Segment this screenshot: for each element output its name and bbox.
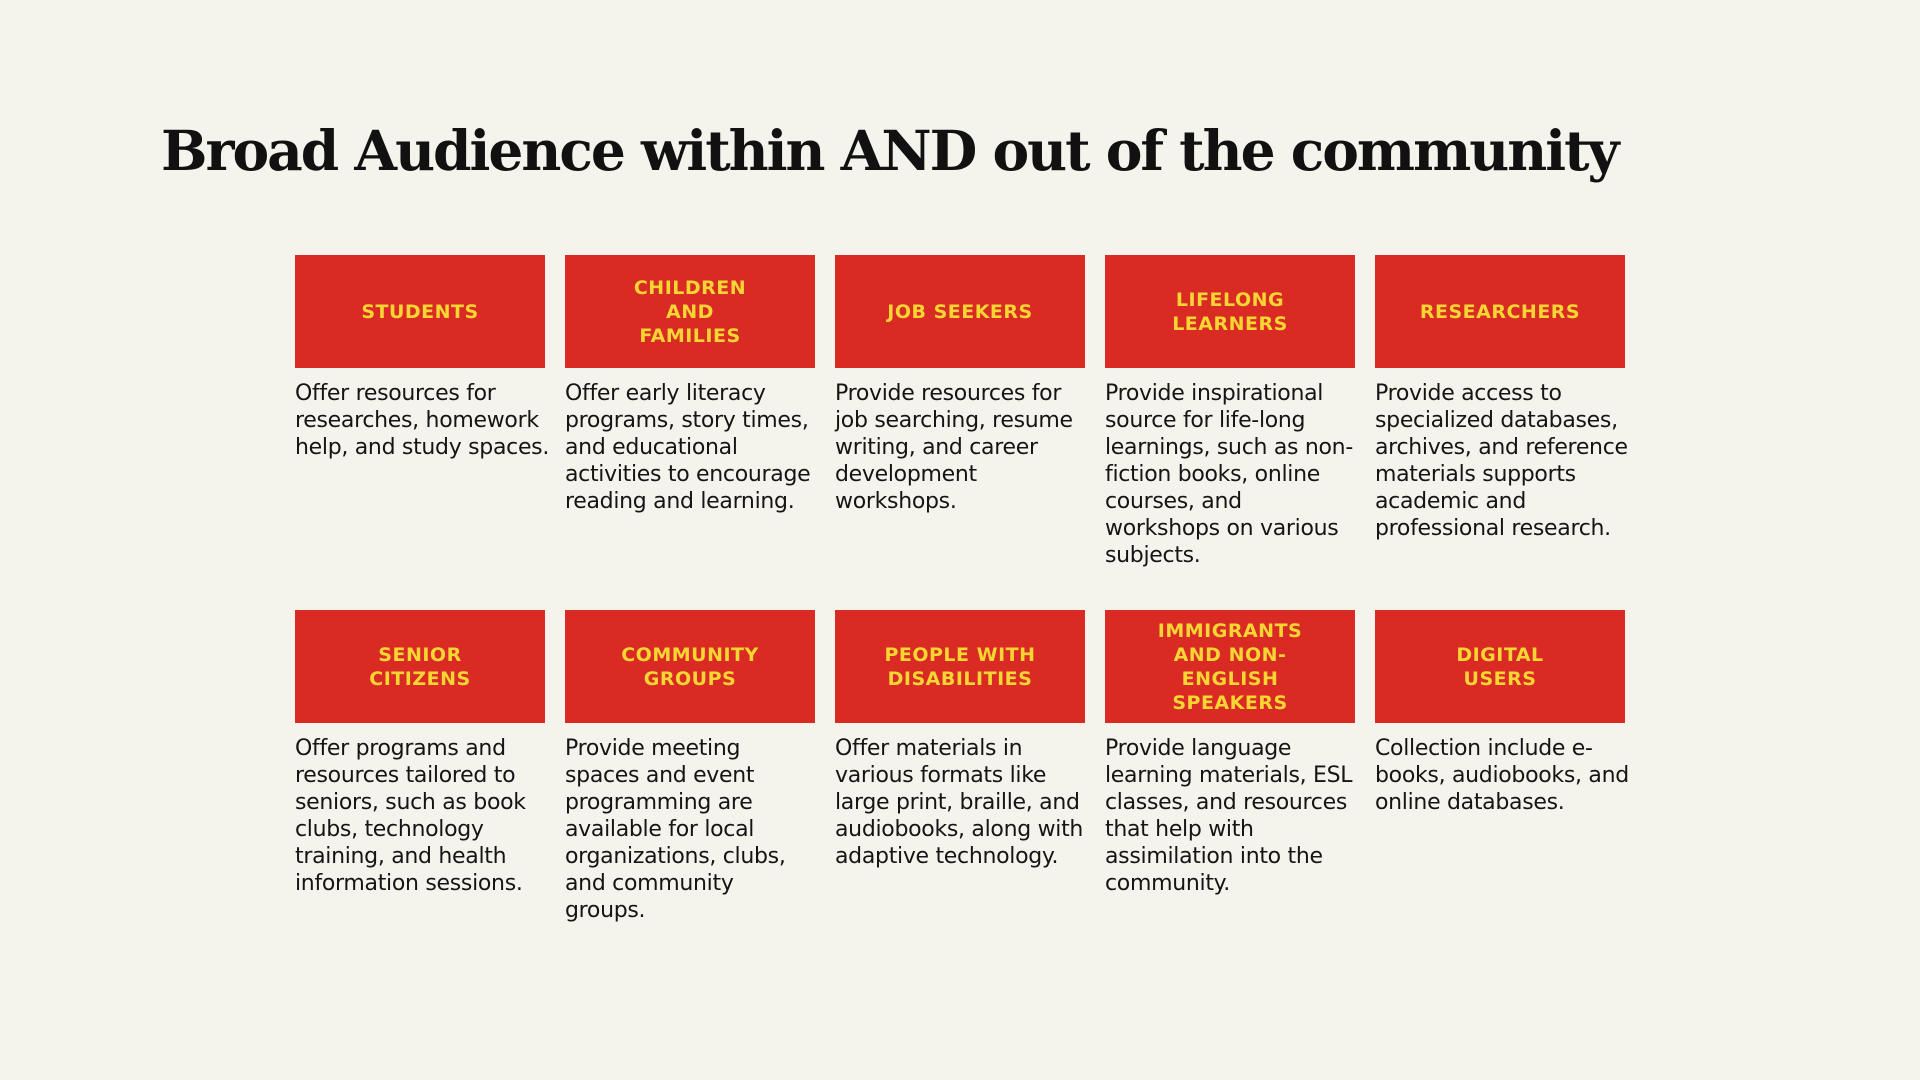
audience-header: RESEARCHERS (1375, 255, 1625, 368)
audience-card-researchers: RESEARCHERS Provide access to specialize… (1375, 255, 1628, 569)
audience-heading: RESEARCHERS (1419, 300, 1581, 323)
audience-description: Provide inspirational source for life-lo… (1105, 381, 1353, 568)
audience-heading: COMMUNITY GROUPS (621, 643, 759, 690)
audience-grid-row-1: STUDENTS Offer resources for researches,… (295, 255, 1628, 569)
audience-header: STUDENTS (295, 255, 545, 368)
audience-header: LIFELONG LEARNERS (1105, 255, 1355, 368)
audience-header: SENIOR CITIZENS (295, 610, 545, 723)
audience-grid-row-2: SENIOR CITIZENS Offer programs and resou… (295, 610, 1629, 924)
audience-heading: PEOPLE WITH DISABILITIES (884, 643, 1036, 690)
audience-header: IMMIGRANTS AND NON- ENGLISH SPEAKERS (1105, 610, 1355, 723)
audience-heading: STUDENTS (361, 300, 479, 323)
audience-header: PEOPLE WITH DISABILITIES (835, 610, 1085, 723)
audience-card-children-families: CHILDREN AND FAMILIES Offer early litera… (565, 255, 815, 569)
audience-header: DIGITAL USERS (1375, 610, 1625, 723)
audience-description: Offer programs and resources tailored to… (295, 736, 526, 896)
audience-description: Provide resources for job searching, res… (835, 381, 1073, 514)
audience-card-digital-users: DIGITAL USERS Collection include e-books… (1375, 610, 1629, 924)
audience-description: Collection include e-books, audiobooks, … (1375, 736, 1629, 815)
audience-card-lifelong-learners: LIFELONG LEARNERS Provide inspirational … (1105, 255, 1355, 569)
audience-description: Provide meeting spaces and event program… (565, 736, 786, 923)
audience-card-job-seekers: JOB SEEKERS Provide resources for job se… (835, 255, 1085, 569)
audience-description: Offer early literacy programs, story tim… (565, 381, 811, 514)
audience-description: Offer materials in various formats like … (835, 736, 1084, 869)
audience-header: COMMUNITY GROUPS (565, 610, 815, 723)
audience-heading: JOB SEEKERS (887, 300, 1033, 323)
audience-header: JOB SEEKERS (835, 255, 1085, 368)
audience-description: Provide access to specialized databases,… (1375, 381, 1628, 541)
audience-heading: DIGITAL USERS (1456, 643, 1544, 690)
audience-heading: CHILDREN AND FAMILIES (633, 276, 747, 347)
audience-card-people-with-disabilities: PEOPLE WITH DISABILITIES Offer materials… (835, 610, 1085, 924)
audience-card-senior-citizens: SENIOR CITIZENS Offer programs and resou… (295, 610, 545, 924)
audience-heading: LIFELONG LEARNERS (1172, 288, 1288, 335)
audience-heading: IMMIGRANTS AND NON- ENGLISH SPEAKERS (1157, 619, 1303, 714)
audience-card-community-groups: COMMUNITY GROUPS Provide meeting spaces … (565, 610, 815, 924)
audience-card-immigrants: IMMIGRANTS AND NON- ENGLISH SPEAKERS Pro… (1105, 610, 1355, 924)
page-title: Broad Audience within AND out of the com… (161, 118, 1620, 183)
audience-description: Provide language learning materials, ESL… (1105, 736, 1353, 896)
audience-description: Offer resources for researches, homework… (295, 381, 550, 460)
audience-header: CHILDREN AND FAMILIES (565, 255, 815, 368)
audience-heading: SENIOR CITIZENS (369, 643, 471, 690)
audience-card-students: STUDENTS Offer resources for researches,… (295, 255, 549, 569)
